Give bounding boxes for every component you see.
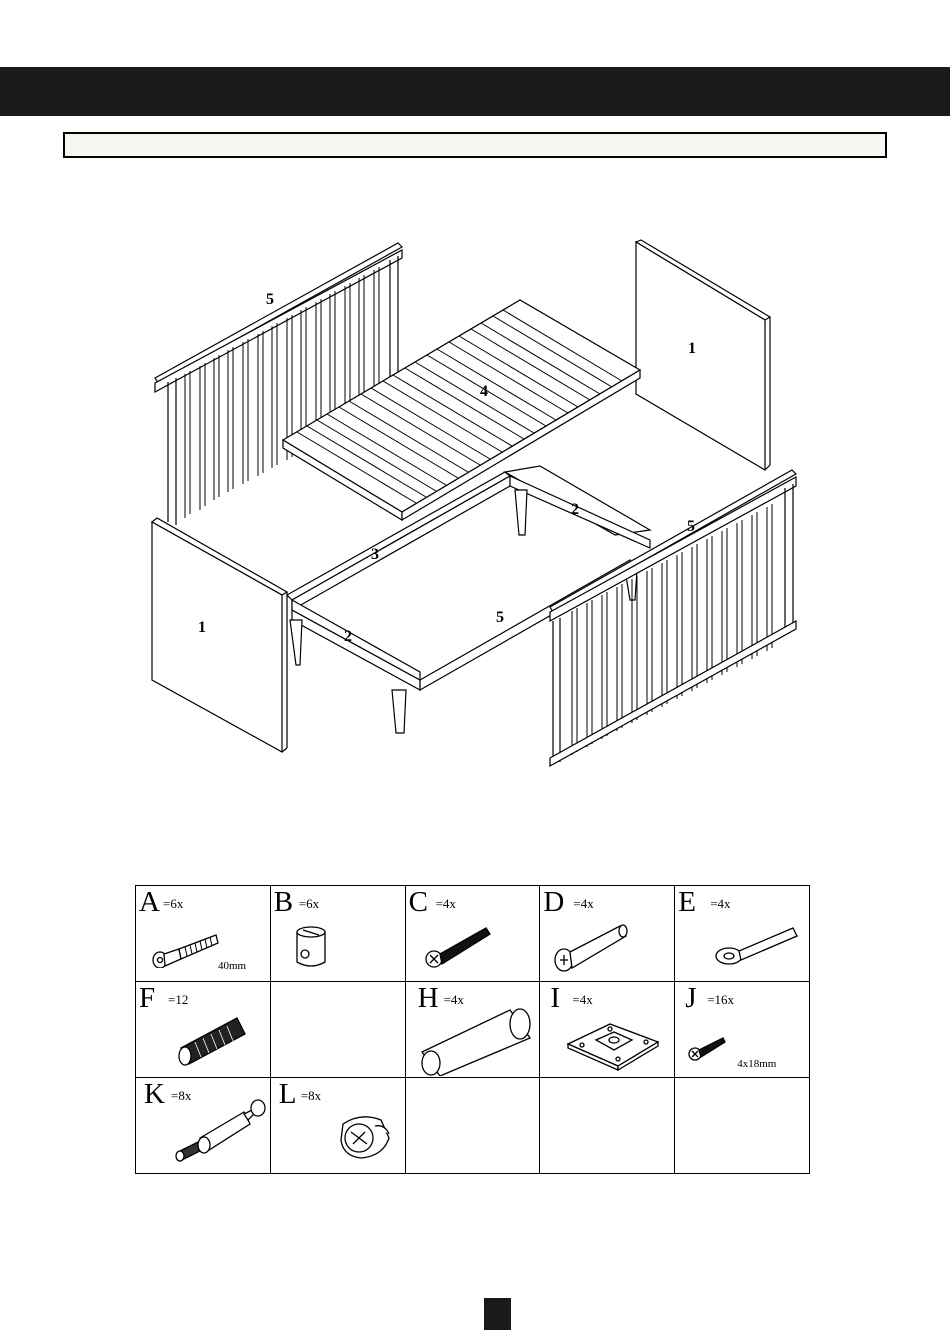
barrel-nut-icon xyxy=(293,924,329,974)
part-cell-f: F =12 xyxy=(136,982,271,1078)
label-side-rail-back: 5 xyxy=(266,291,274,308)
part-size: 4x18mm xyxy=(737,1058,776,1070)
part-qty: =8x xyxy=(301,1088,321,1104)
part-qty: =4x xyxy=(572,992,592,1008)
dowel-icon xyxy=(171,1012,251,1068)
part-cell-empty xyxy=(405,1078,540,1174)
cam-lock-icon xyxy=(333,1104,397,1164)
part-letter: E xyxy=(678,886,696,918)
cam-bolt-icon xyxy=(174,1096,268,1166)
part-qty: =4x xyxy=(436,896,456,912)
label-slatted-base: 4 xyxy=(480,383,488,400)
part-cell-b: B =6x xyxy=(270,886,405,982)
page-number-block xyxy=(484,1298,511,1330)
slatted-base xyxy=(283,300,640,520)
bolt-icon xyxy=(151,932,221,968)
part-letter: C xyxy=(409,886,428,918)
left-end-panel xyxy=(152,518,287,752)
leg-icon xyxy=(414,996,536,1076)
label-frame-rail-back: 2 xyxy=(571,501,579,518)
subheader-bar xyxy=(63,132,887,158)
right-end-panel xyxy=(636,240,770,470)
part-letter: D xyxy=(543,886,564,918)
part-cell-h: H =4x xyxy=(405,982,540,1078)
part-letter: J xyxy=(685,982,696,1014)
part-cell-a: A =6x 40mm xyxy=(136,886,271,982)
label-end-panel-right: 1 xyxy=(688,340,696,357)
part-cell-empty xyxy=(540,1078,675,1174)
parts-table: A =6x 40mm B =6x C =4x xyxy=(135,885,810,1174)
bed-frame xyxy=(287,466,650,733)
part-cell-c: C =4x xyxy=(405,886,540,982)
part-cell-k: K =8x xyxy=(136,1078,271,1174)
header-bar xyxy=(0,67,950,116)
part-qty: =12 xyxy=(168,992,188,1008)
part-letter: I xyxy=(550,982,560,1014)
part-qty: =16x xyxy=(707,992,734,1008)
small-screw-icon xyxy=(687,1032,727,1064)
part-qty: =6x xyxy=(163,896,183,912)
eye-bolt-icon xyxy=(713,924,799,970)
mounting-plate-icon xyxy=(562,1016,662,1072)
part-cell-i: I =4x xyxy=(540,982,675,1078)
part-cell-empty xyxy=(675,1078,810,1174)
part-cell-empty xyxy=(270,982,405,1078)
label-end-panel-left: 1 xyxy=(198,619,206,636)
label-side-rail-front: 5 xyxy=(687,518,695,535)
label-frame-rail-5: 5 xyxy=(496,609,504,626)
part-qty: =4x xyxy=(710,896,730,912)
part-letter: F xyxy=(139,982,155,1014)
part-cell-j: J =16x 4x18mm xyxy=(675,982,810,1078)
part-qty: =4x xyxy=(573,896,593,912)
part-letter: K xyxy=(144,1078,165,1110)
screw-icon xyxy=(424,924,494,970)
label-frame-rail-3: 3 xyxy=(371,546,379,563)
part-letter: A xyxy=(139,886,160,918)
part-size: 40mm xyxy=(218,960,246,972)
part-letter: B xyxy=(274,886,293,918)
pin-icon xyxy=(550,922,630,974)
part-cell-l: L =8x xyxy=(270,1078,405,1174)
part-letter: L xyxy=(279,1078,297,1110)
part-cell-d: D =4x xyxy=(540,886,675,982)
label-frame-rail-front: 2 xyxy=(344,628,352,645)
part-qty: =6x xyxy=(299,896,319,912)
part-cell-e: E =4x xyxy=(675,886,810,982)
assembly-diagram: 5 4 1 2 3 1 2 5 5 xyxy=(0,160,950,840)
